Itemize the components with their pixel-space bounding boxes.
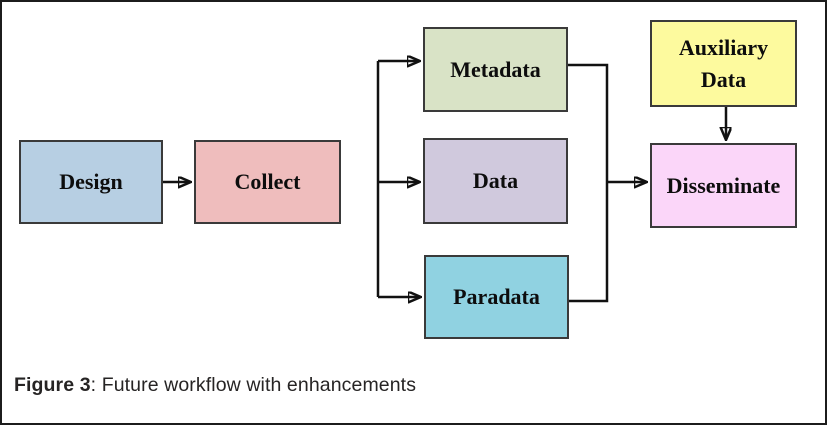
node-data: Data [423, 138, 568, 224]
node-disseminate: Disseminate [650, 143, 797, 228]
node-paradata-label: Paradata [453, 284, 540, 310]
figure-caption-number: Figure 3 [14, 374, 91, 396]
node-disseminate-label: Disseminate [666, 172, 781, 198]
node-auxiliary-data-label: Auxiliary Data [678, 34, 769, 92]
figure-caption: Figure 3: Future workflow with enhanceme… [14, 374, 416, 397]
node-collect: Collect [194, 140, 341, 224]
node-collect-label: Collect [234, 169, 301, 195]
node-metadata-label: Metadata [450, 56, 541, 82]
merge-line-metadata-paradata [568, 63, 609, 303]
node-design-label: Design [59, 169, 123, 195]
node-metadata: Metadata [423, 27, 568, 112]
node-design: Design [19, 140, 163, 224]
node-auxiliary-data: Auxiliary Data [650, 20, 797, 107]
figure-caption-text: : Future workflow with enhancements [90, 374, 417, 396]
node-data-label: Data [472, 168, 519, 194]
node-paradata: Paradata [424, 255, 569, 339]
